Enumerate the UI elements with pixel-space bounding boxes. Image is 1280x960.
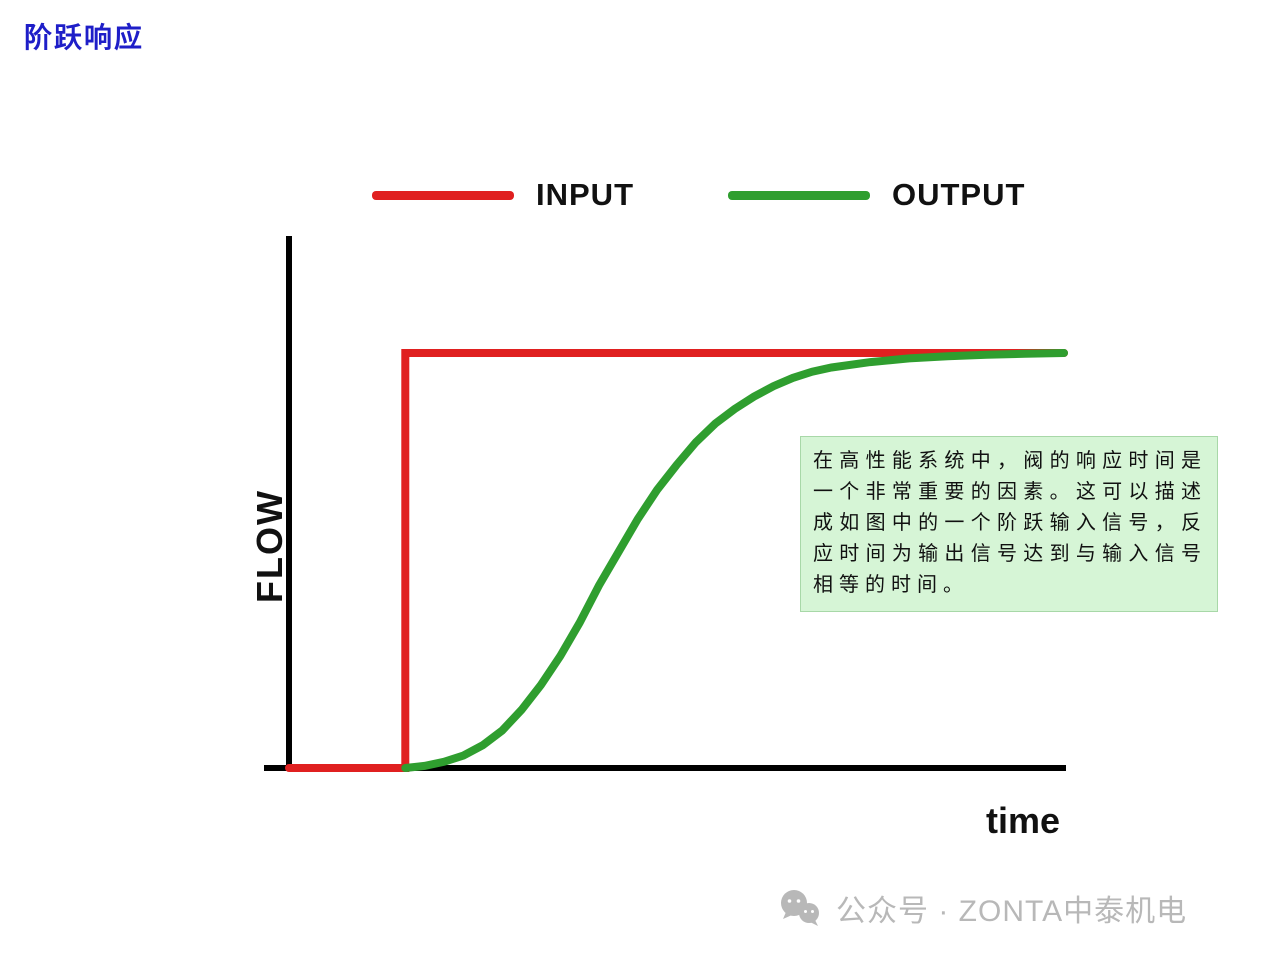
output-series-line xyxy=(401,349,1068,772)
x-axis-label: time xyxy=(986,800,1061,841)
input-series-line xyxy=(285,349,1068,772)
y-axis-label: FLOW xyxy=(249,489,290,603)
legend-item-input: INPUT xyxy=(372,176,634,214)
legend-item-output: OUTPUT xyxy=(728,176,1025,214)
output-legend-swatch xyxy=(728,190,870,200)
output-legend-label: OUTPUT xyxy=(892,177,1026,212)
input-legend-label: INPUT xyxy=(536,177,634,212)
page-title: 阶跃响应 xyxy=(24,22,145,53)
wechat-icon xyxy=(781,890,819,926)
input-legend-swatch xyxy=(372,190,514,200)
watermark: 公众号 · ZONTA中泰机电 xyxy=(778,886,1187,930)
watermark-text: 公众号 · ZONTA中泰机电 xyxy=(836,895,1188,928)
annotation-box: 在高性能系统中，阀的响应时间是一个非常重要的因素。这可以描述成如图中的一个阶跃输… xyxy=(800,436,1218,612)
